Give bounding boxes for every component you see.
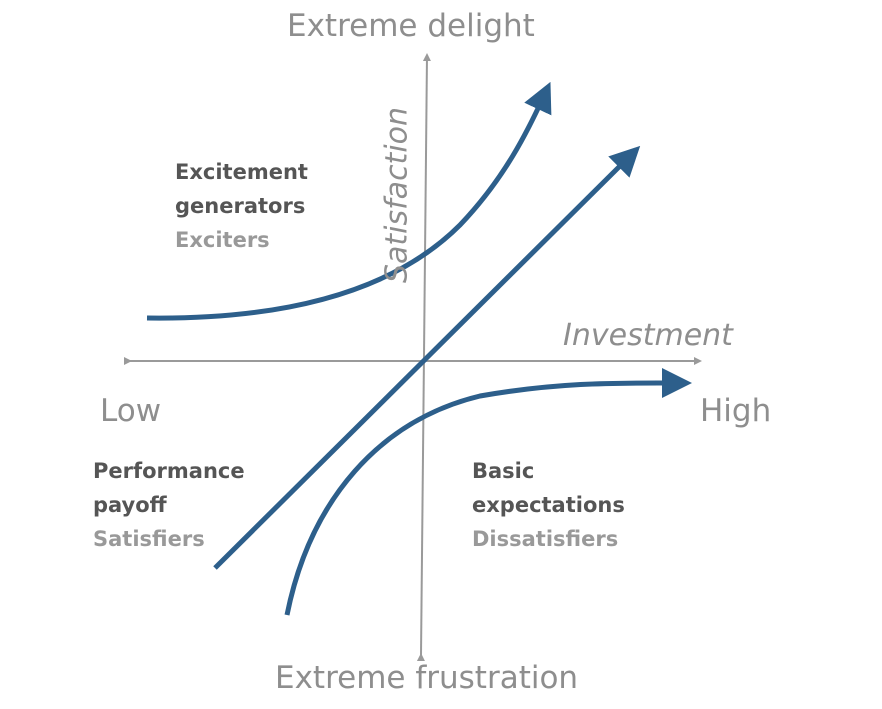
- performance-title-1: Performance: [93, 459, 245, 483]
- x-axis-title: Investment: [563, 318, 733, 353]
- vertical-axis: [416, 53, 431, 662]
- basic-title-2: expectations: [472, 493, 625, 517]
- axis-top-label: Extreme delight: [287, 8, 535, 44]
- y-axis-title: Satisfaction: [379, 106, 415, 284]
- exciters-subtitle: Exciters: [175, 228, 270, 252]
- exciters-title-1: Excitement: [175, 160, 308, 184]
- exciters-label: Excitement generators Exciters: [175, 155, 308, 257]
- basic-title-1: Basic: [472, 459, 535, 483]
- axis-right-label: High: [700, 393, 772, 429]
- axis-bottom-label: Extreme frustration: [275, 660, 579, 696]
- performance-line: [213, 145, 641, 570]
- performance-subtitle: Satisfiers: [93, 527, 205, 551]
- exciters-curve: [146, 81, 552, 321]
- performance-title-2: payoff: [93, 493, 167, 517]
- basic-curve: [284, 367, 692, 616]
- basic-subtitle: Dissatisfiers: [472, 527, 619, 551]
- axis-left-label: Low: [100, 393, 162, 429]
- basic-label: Basic expectations Dissatisfiers: [472, 454, 625, 556]
- performance-label: Performance payoff Satisfiers: [93, 454, 245, 556]
- exciters-title-2: generators: [175, 194, 306, 218]
